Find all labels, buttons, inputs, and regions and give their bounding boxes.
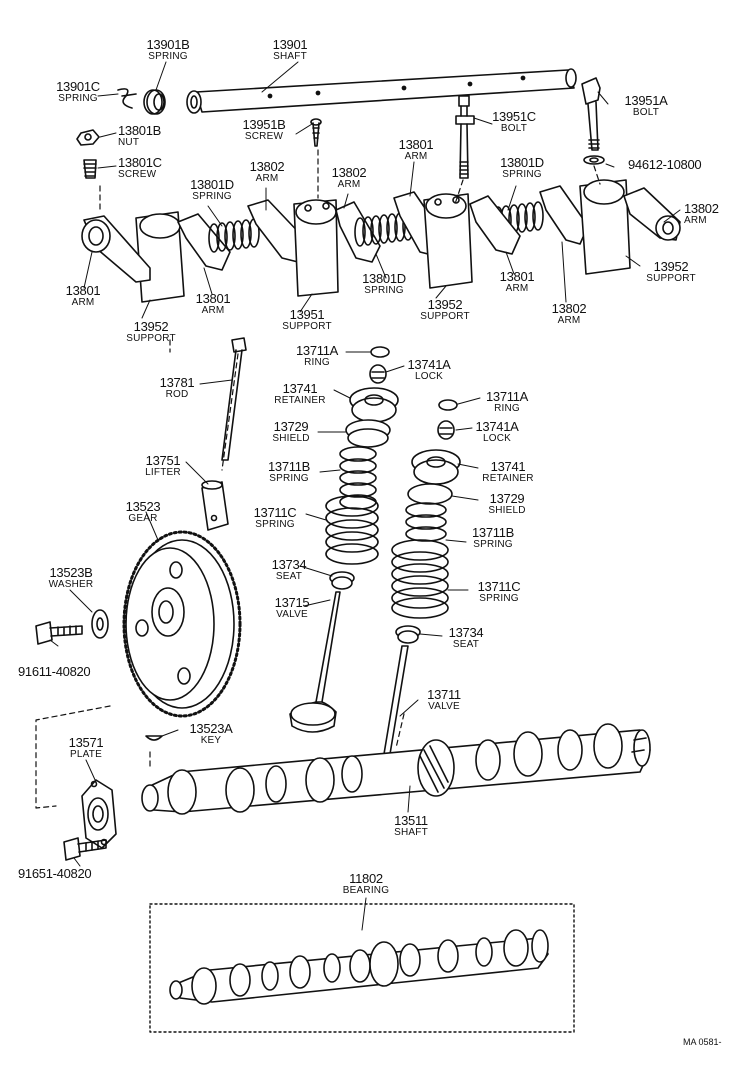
support-bolt-a <box>581 77 601 151</box>
valve-lock-2 <box>437 420 455 440</box>
spring-seat-2 <box>395 625 421 644</box>
leader-lines <box>49 61 681 931</box>
adjust-screw <box>83 159 97 179</box>
camshaft <box>141 723 651 815</box>
valve-spring-outer-2 <box>405 502 447 542</box>
spring-retainer-2 <box>411 449 461 485</box>
push-rod <box>221 337 247 461</box>
label-94612-10800: 94612-10800 <box>628 157 702 172</box>
adjust-nut <box>76 129 100 146</box>
valve-lock-1 <box>369 364 387 384</box>
spring-retainer-1 <box>349 387 399 423</box>
assembly-guide-lines <box>35 149 601 809</box>
intake-valve <box>289 591 341 733</box>
drawing-code: MA 0581- <box>683 1037 722 1047</box>
valve-lifter <box>201 480 229 531</box>
bearing-camshaft <box>169 929 549 1005</box>
thrust-plate <box>81 779 117 849</box>
valve-spring-inner-1 <box>325 495 379 565</box>
plate-bolt <box>63 837 107 861</box>
timing-gear <box>122 530 242 718</box>
gear-bolt <box>35 621 83 645</box>
valve-ring-1 <box>370 346 390 358</box>
spring-clip <box>117 88 137 109</box>
rocker-shaft <box>186 68 577 114</box>
valve-ring-2 <box>438 399 458 411</box>
valve-shield-2 <box>407 483 453 505</box>
woodruff-key <box>145 735 163 741</box>
label-91611-40820: 91611-40820 <box>18 664 91 679</box>
support-bolt-c <box>455 95 475 179</box>
valve-shield-1 <box>345 419 391 448</box>
bearing-frame <box>149 903 575 1033</box>
bolt-washer <box>583 155 605 165</box>
shaft-end-spring <box>143 89 166 115</box>
spring-seat-1 <box>329 571 355 590</box>
valve-spring-inner-2 <box>391 539 449 619</box>
gear-washer <box>91 609 109 639</box>
rocker-arm-assembly <box>81 179 681 303</box>
label-91651-40820: 91651-40820 <box>18 866 92 881</box>
support-screw <box>310 118 322 147</box>
